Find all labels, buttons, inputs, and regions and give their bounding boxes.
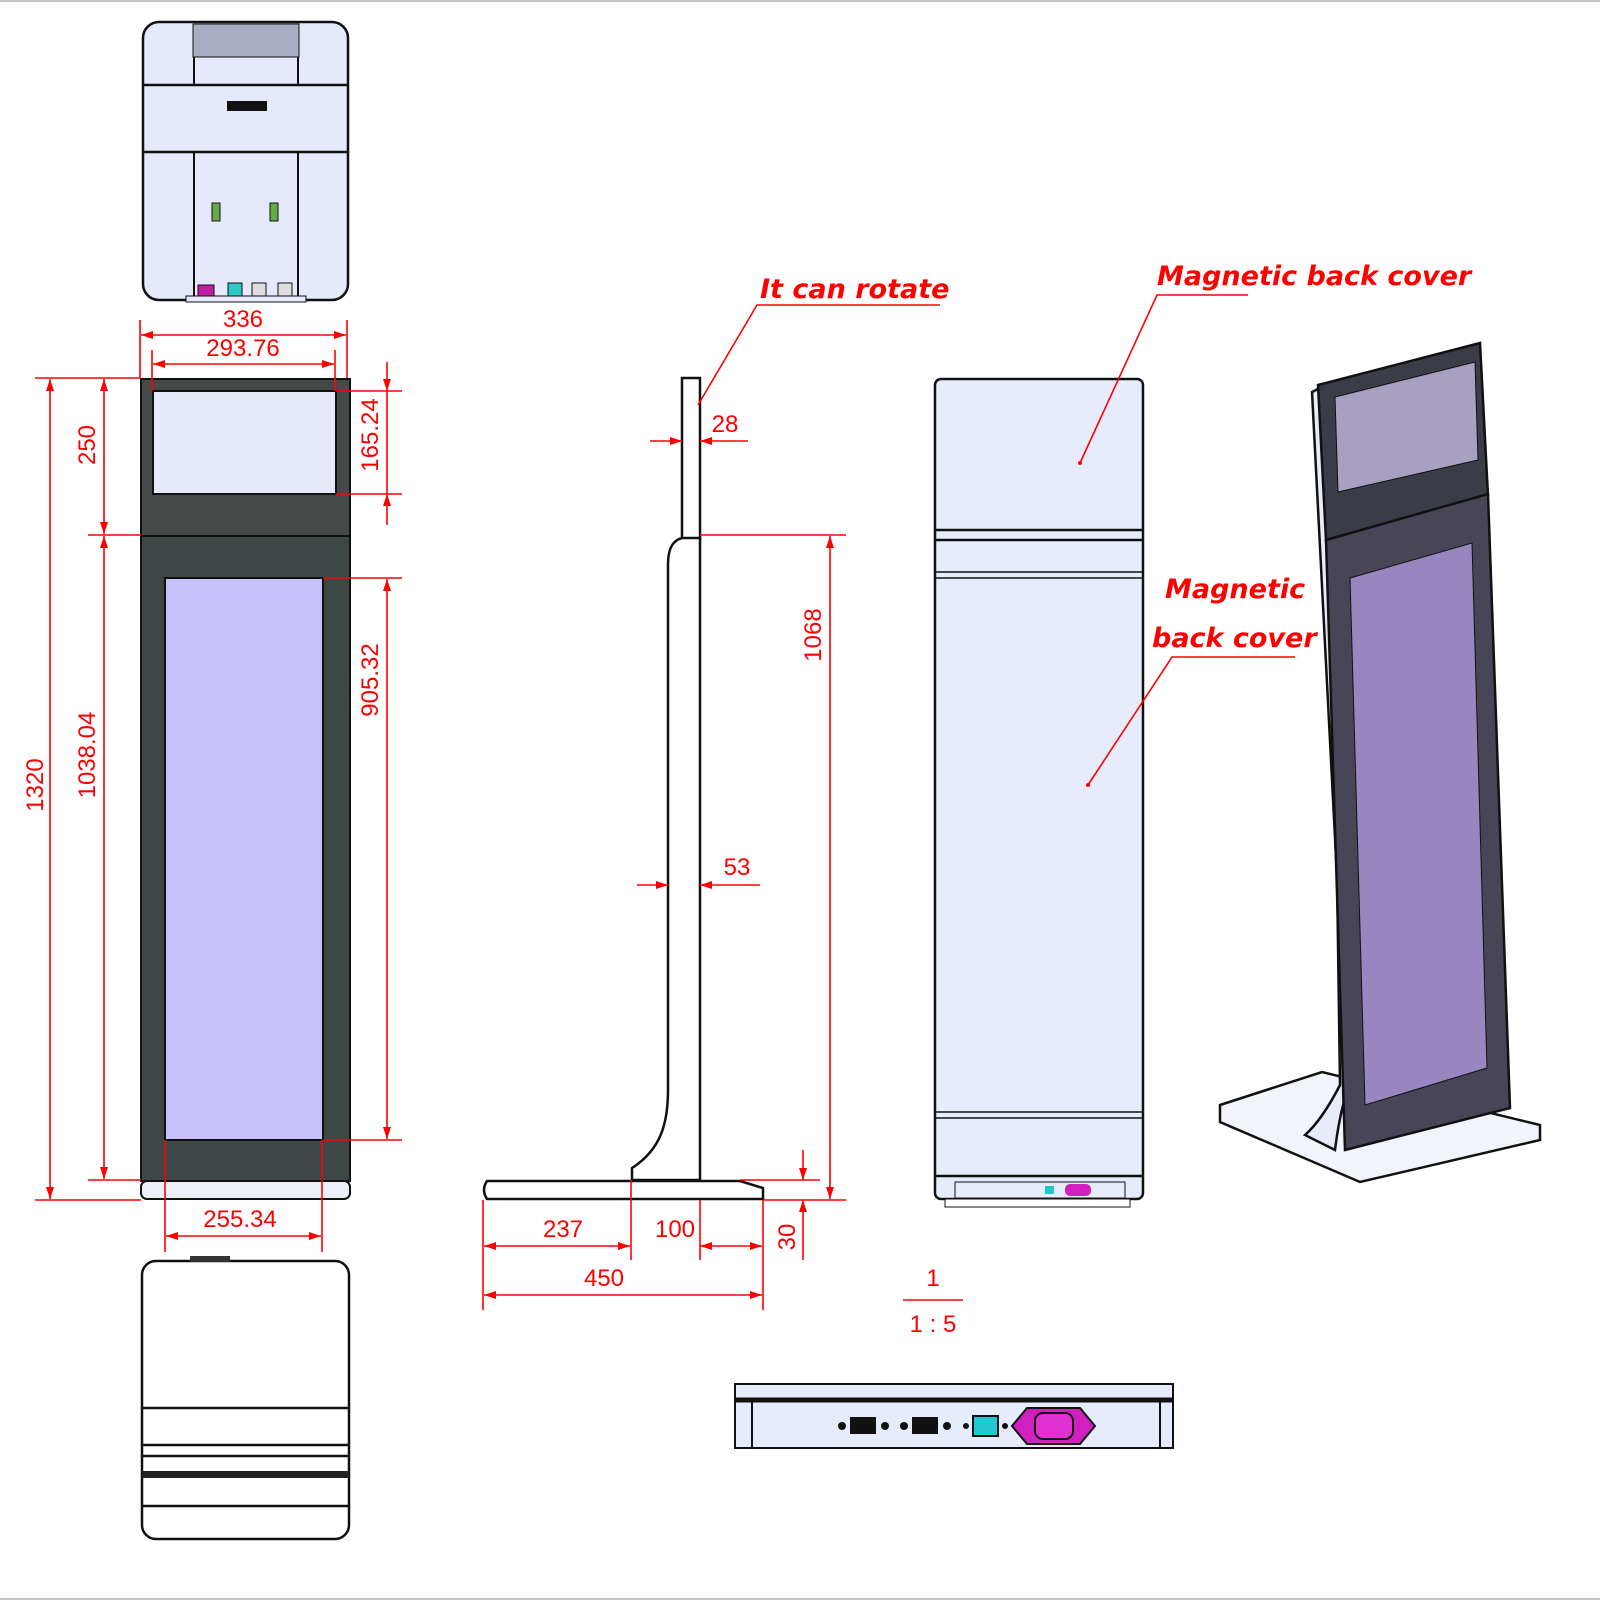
side-view	[482, 376, 765, 1201]
front-view	[140, 378, 351, 1200]
front-dimensions: 336 293.76 1320 250 1038.04 165.24 905.3…	[22, 306, 402, 1252]
usb-port-icon	[838, 1417, 889, 1434]
dim-top-section: 250	[74, 425, 101, 465]
lan-port-icon	[963, 1415, 1008, 1437]
annotation-rotate: It can rotate	[760, 274, 949, 305]
scale-sheet: 1	[926, 1265, 939, 1292]
top-view	[141, 20, 350, 303]
dim-rear-base: 237	[543, 1216, 583, 1243]
scale-ratio: 1 : 5	[910, 1311, 957, 1338]
annotation-magnetic-mid-line2: back cover	[1152, 623, 1318, 654]
dim-screen-top-width: 293.76	[206, 335, 279, 362]
back-view	[933, 377, 1145, 1208]
scale-label: 1 1 : 5	[903, 1265, 963, 1338]
dim-overall-width: 336	[223, 306, 263, 333]
dim-overall-height: 1320	[22, 758, 49, 811]
annotations: It can rotate Magnetic back cover Magnet…	[697, 261, 1473, 786]
annotation-magnetic-top: Magnetic back cover	[1157, 261, 1473, 292]
power-socket-icon	[1010, 1407, 1097, 1445]
side-dimensions: 28 53 1068 30 237 100 450	[482, 411, 846, 1310]
dim-top-screen-height: 165.24	[357, 398, 384, 471]
dim-main-screen-width: 255.34	[203, 1206, 276, 1233]
dim-center-base: 100	[655, 1216, 695, 1243]
dim-body-depth: 53	[724, 854, 751, 881]
dim-base-depth: 450	[584, 1265, 624, 1292]
dim-main-screen-height: 905.32	[357, 643, 384, 716]
port-strip-detail	[734, 1383, 1174, 1449]
perspective-view	[1218, 341, 1542, 1184]
dim-pole-depth: 28	[712, 411, 739, 438]
dim-body-height: 1068	[800, 608, 827, 661]
usb-port-icon	[900, 1417, 951, 1434]
bottom-view	[140, 1256, 351, 1541]
dim-base-height: 30	[774, 1224, 801, 1251]
annotation-magnetic-mid-line1: Magnetic	[1165, 574, 1305, 605]
dim-lower-section: 1038.04	[74, 712, 101, 799]
